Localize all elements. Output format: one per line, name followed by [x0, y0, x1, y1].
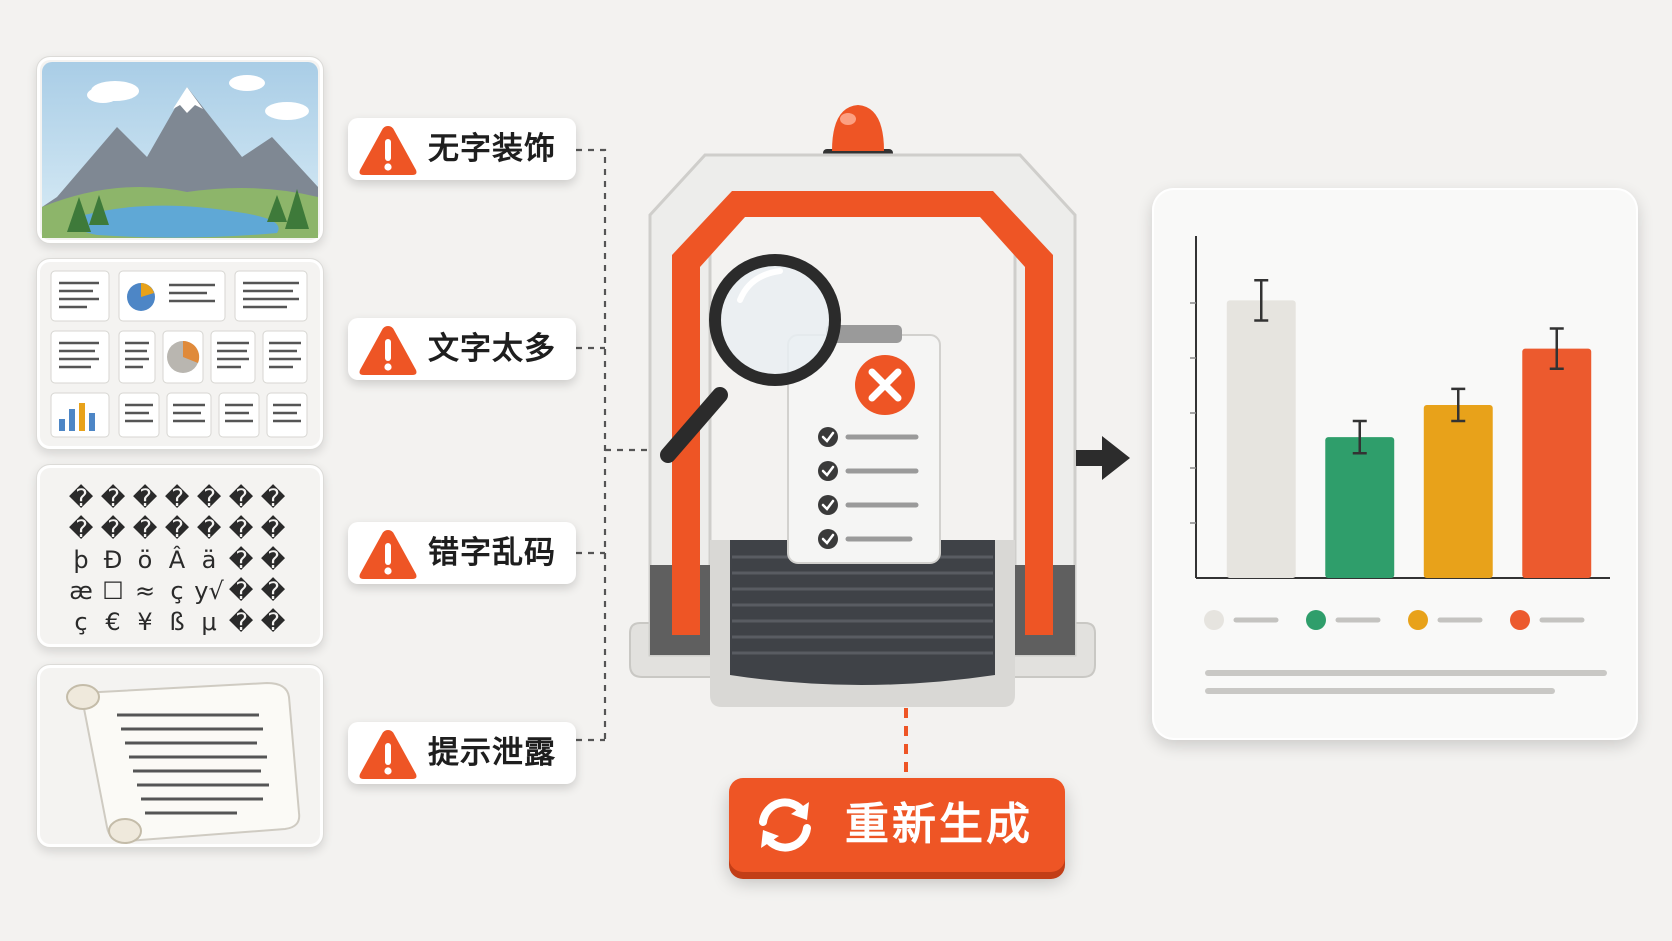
- arrow-right-icon: [1076, 436, 1130, 480]
- garbled-char: �: [260, 484, 286, 512]
- error-bar: [1254, 278, 1269, 322]
- garbled-char: �: [260, 546, 286, 574]
- garbled-char: �: [68, 484, 94, 512]
- garbled-char: �: [260, 608, 286, 636]
- regenerate-button-label: 重新生成: [845, 799, 1033, 850]
- error-bar: [1352, 419, 1367, 455]
- garbled-char: �: [100, 484, 126, 512]
- garbled-char: æ: [69, 577, 93, 605]
- card-landscape: [36, 56, 324, 244]
- legend-swatch: [1408, 610, 1428, 630]
- garbled-char: ä: [201, 546, 217, 574]
- garbled-char: ç: [74, 608, 88, 636]
- close-icon: [855, 355, 915, 415]
- garbled-char: Ð: [103, 546, 123, 574]
- garbled-char: �: [228, 515, 254, 543]
- issue-label: 文字太多: [428, 331, 556, 367]
- garbled-char: �: [132, 484, 158, 512]
- checklist-document: [787, 325, 941, 564]
- garbled-char: �: [164, 484, 190, 512]
- chart-bar: [1325, 437, 1395, 578]
- issue-tag-garbled-text: 错字乱码: [348, 522, 576, 584]
- garbled-char: �: [68, 515, 94, 543]
- garbled-char: �: [228, 608, 254, 636]
- bar-chart: [1190, 236, 1610, 694]
- garbled-char: ß: [169, 608, 185, 636]
- garbled-char: y√: [194, 577, 224, 605]
- issue-tag-too-much-text: 文字太多: [348, 318, 576, 380]
- garbled-char: �: [100, 515, 126, 543]
- magnifier-icon: [660, 254, 841, 463]
- card-scroll: [36, 664, 324, 848]
- card-text-heavy: [36, 258, 324, 450]
- legend-swatch: [1510, 610, 1530, 630]
- garbled-char: �: [260, 515, 286, 543]
- landscape-illustration: [42, 62, 318, 238]
- garbled-char: �: [228, 577, 254, 605]
- garbled-char: ö: [137, 546, 153, 574]
- warning-triangle-icon: [359, 326, 417, 375]
- legend-swatch: [1204, 610, 1224, 630]
- garbled-char: ç: [170, 577, 184, 605]
- garbled-char: �: [196, 484, 222, 512]
- garbled-char: ¥: [137, 608, 153, 636]
- garbled-char: þ: [73, 546, 89, 574]
- issue-label: 无字装饰: [428, 131, 556, 167]
- garbled-char: �: [228, 484, 254, 512]
- regenerate-button[interactable]: 重新生成: [729, 778, 1065, 872]
- warning-triangle-icon: [359, 126, 417, 175]
- warning-triangle-icon: [359, 730, 417, 779]
- garbled-char: ☐: [102, 577, 124, 605]
- scroll-illustration: [66, 681, 301, 844]
- garbled-char: �: [196, 515, 222, 543]
- issue-label: 错字乱码: [428, 535, 556, 571]
- garbled-char: �: [164, 515, 190, 543]
- legend-swatch: [1306, 610, 1326, 630]
- garbled-char: �: [260, 577, 286, 605]
- error-bar: [1451, 387, 1466, 423]
- error-bar: [1549, 327, 1564, 370]
- text-heavy-collage: [50, 270, 308, 438]
- refresh-icon: [759, 798, 811, 852]
- warning-triangle-icon: [359, 530, 417, 579]
- garbled-char: �: [132, 515, 158, 543]
- chart-bar: [1226, 300, 1296, 578]
- issue-label: 提示泄露: [428, 735, 556, 771]
- chart-bar: [1522, 348, 1592, 578]
- issue-tag-no-text-decoration: 无字装饰: [348, 118, 576, 180]
- garbled-char: ≈: [134, 577, 156, 605]
- chart-card: [1152, 188, 1638, 740]
- chart-bar: [1423, 404, 1493, 578]
- garbled-char: Â: [168, 546, 186, 574]
- inspection-scanner: [629, 105, 1096, 707]
- garbled-char: �: [228, 546, 254, 574]
- garbled-char: μ: [201, 608, 217, 636]
- issue-tag-prompt-leak: 提示泄露: [348, 722, 576, 784]
- garbled-char: €: [105, 608, 121, 636]
